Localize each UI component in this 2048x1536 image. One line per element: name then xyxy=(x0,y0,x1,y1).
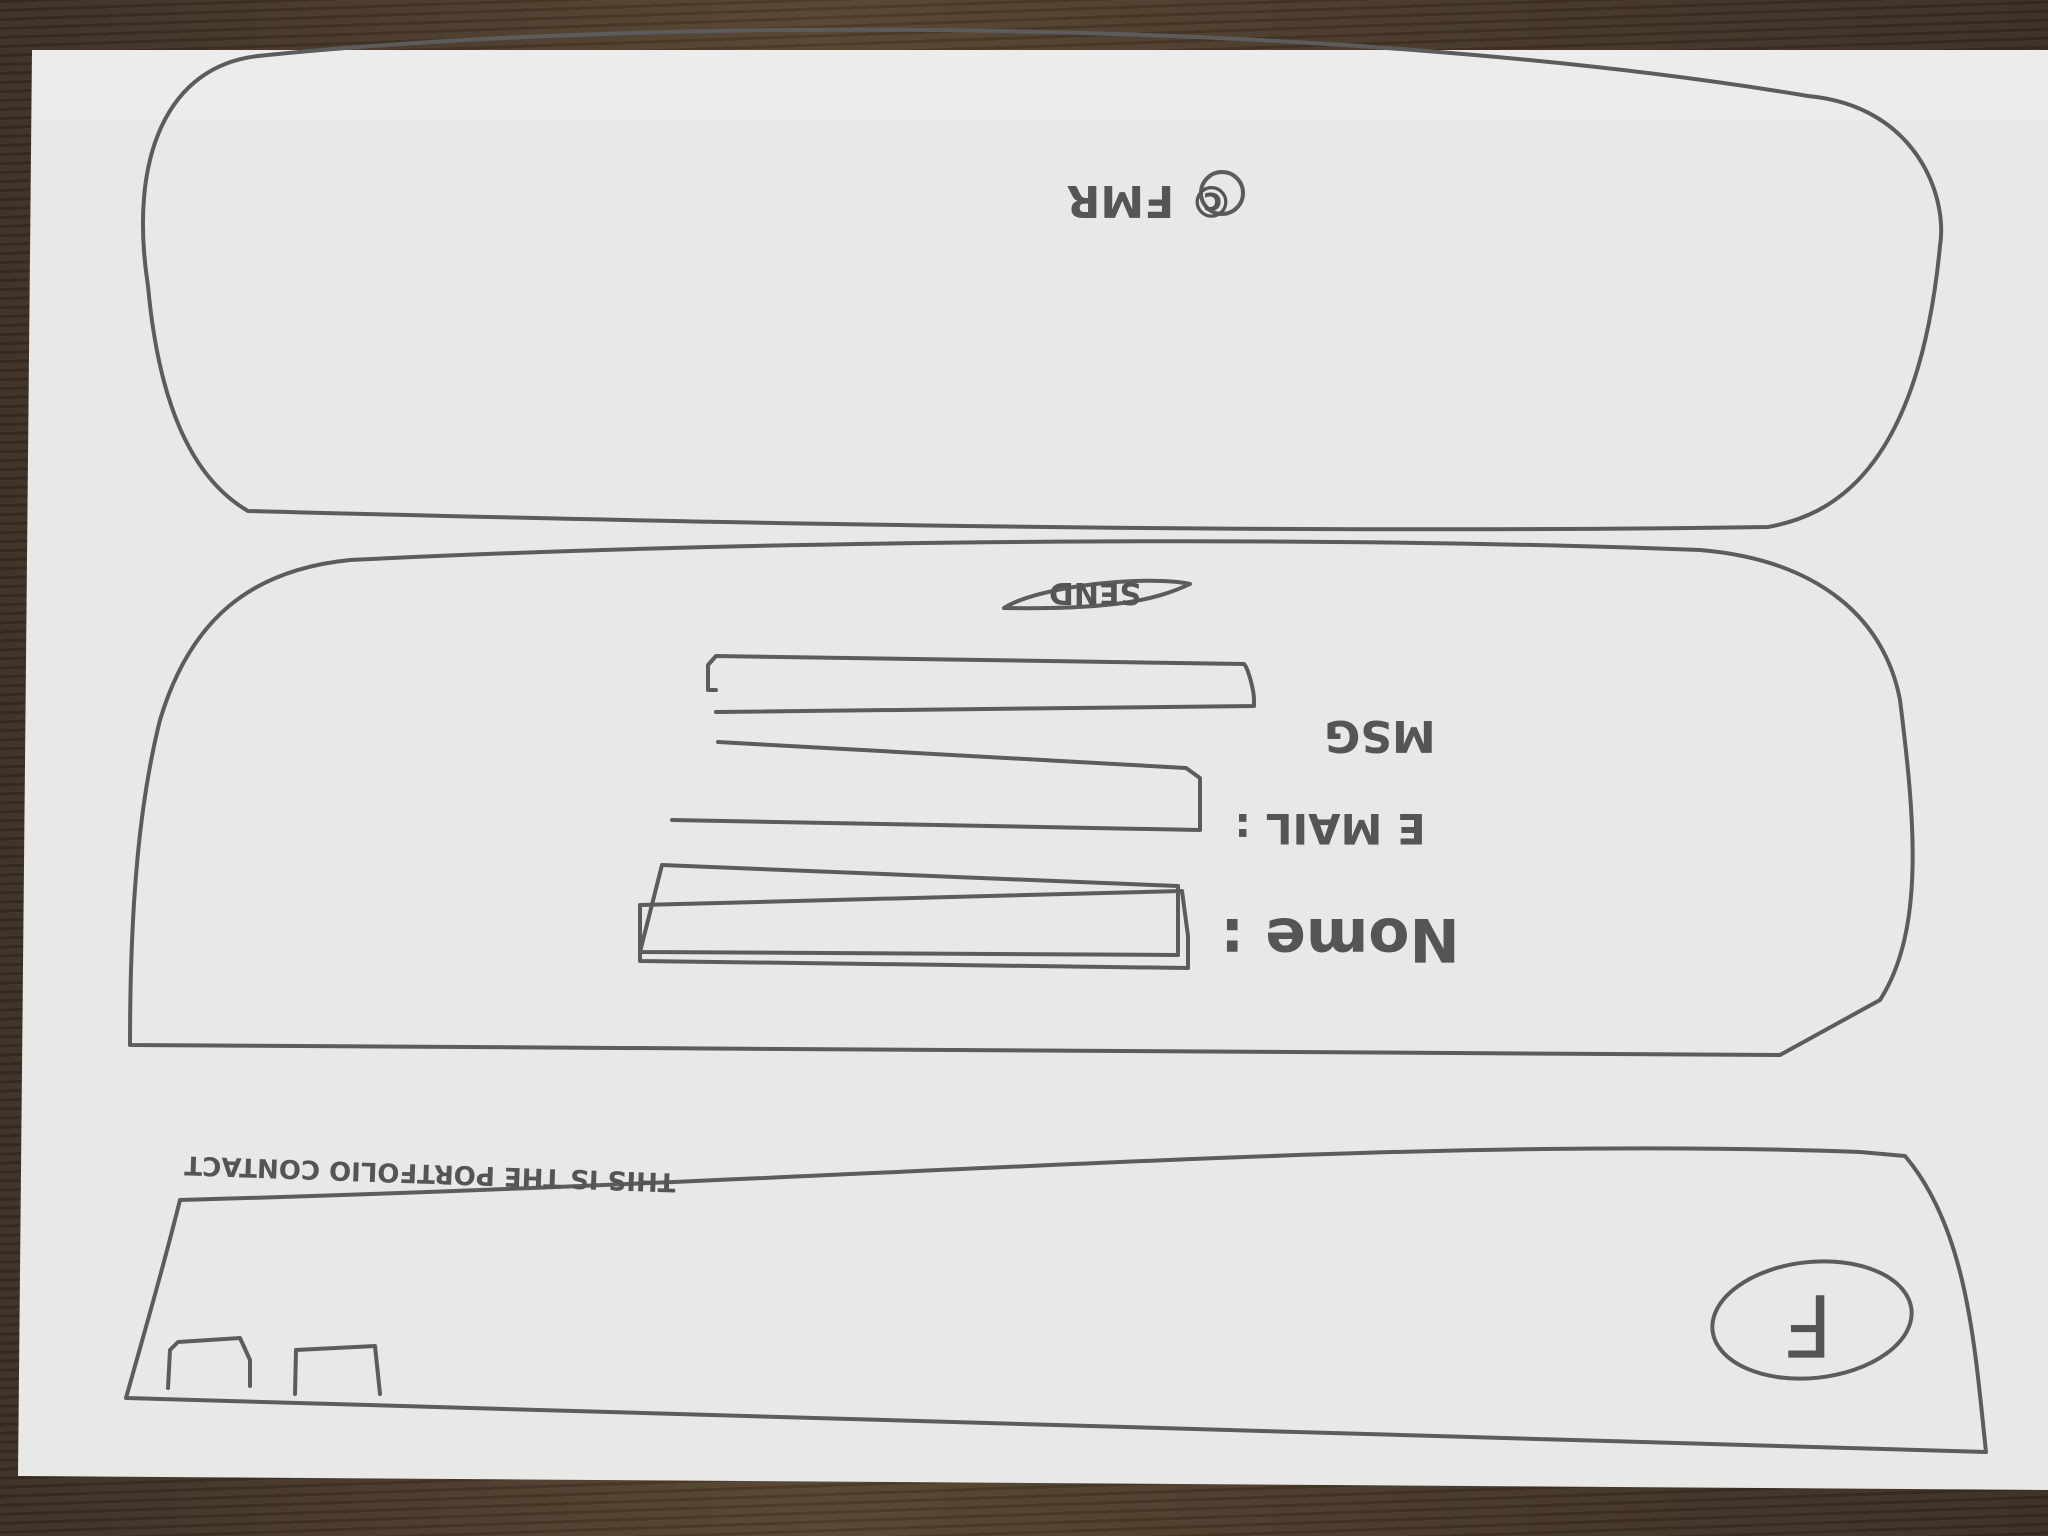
email-label: E MAIL : xyxy=(1234,804,1425,853)
name-label: Nome : xyxy=(1220,904,1460,974)
paper-sheet xyxy=(18,50,2048,1490)
form-panel-frame xyxy=(128,539,1915,1057)
email-input[interactable] xyxy=(670,740,1202,832)
send-button-label[interactable]: SEND xyxy=(1049,575,1141,610)
header-mark: © FMR xyxy=(1066,175,1233,226)
message-label: MSG xyxy=(1324,710,1436,761)
paper-shading xyxy=(32,50,2048,120)
footer-panel-frame xyxy=(124,1146,1988,1454)
copyright-circle xyxy=(1199,170,1245,216)
name-input[interactable] xyxy=(638,889,1190,970)
send-button-outline[interactable] xyxy=(1002,578,1192,611)
message-input[interactable] xyxy=(706,654,1256,714)
f-badge-outline[interactable] xyxy=(1706,1252,1917,1388)
social-icon-box-2[interactable] xyxy=(293,1344,382,1396)
form-panel-outline xyxy=(140,27,1944,532)
footer-badge-letter[interactable]: F xyxy=(1783,1274,1832,1374)
name-input-box[interactable] xyxy=(638,863,1180,957)
social-icon-box-1[interactable] xyxy=(166,1336,252,1390)
